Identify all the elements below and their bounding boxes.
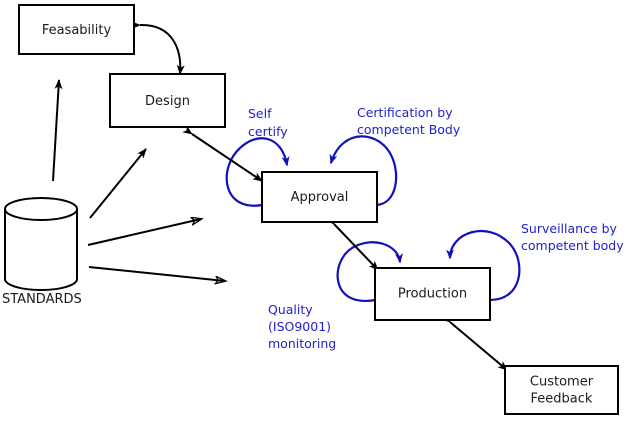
node-label-standards: STANDARDS [2, 292, 82, 307]
node-customer-feedback[interactable]: Customer Feedback [504, 365, 619, 415]
node-design[interactable]: Design [109, 73, 226, 128]
annotation-self-certify-line1: Self [248, 106, 272, 121]
edge-approval-production [324, 214, 379, 271]
edge-standards-to-design [89, 148, 147, 219]
node-approval[interactable]: Approval [261, 171, 378, 223]
node-label-customer-feedback-line2: Feedback [531, 392, 593, 407]
annotation-surveillance-line2: competent body [521, 238, 624, 253]
approval-certification-loop [329, 135, 398, 207]
edge-design-approval [182, 125, 263, 182]
node-label-design: Design [145, 94, 190, 109]
node-label-customer-feedback-line1: Customer [530, 375, 594, 390]
edge-standards-to-feasability [52, 79, 63, 182]
annotation-self-certify-line2: certify [248, 124, 288, 139]
edge-standards-to-approval [87, 219, 201, 246]
node-production[interactable]: Production [374, 267, 491, 321]
node-standards-cylinder[interactable]: STANDARDS [2, 197, 82, 307]
edge-production-customer-feedback [440, 313, 508, 371]
production-surveillance-loop [446, 229, 521, 302]
node-label-feasability: Feasability [42, 23, 112, 38]
edge-standards-to-production [88, 266, 225, 281]
annotation-self-certify: Self certify [248, 106, 288, 139]
edge-design-to-feasability [130, 21, 185, 75]
annotation-quality-line3: monitoring [268, 336, 336, 351]
annotation-certification-line2: competent Body [357, 122, 461, 137]
annotation-certification-line1: Certification by [357, 105, 453, 120]
annotation-certification-by-competent-body: Certification by competent Body [357, 105, 461, 137]
annotation-quality-line1: Quality [268, 302, 313, 317]
annotation-surveillance-by-competent-body: Surveillance by competent body [521, 221, 624, 253]
annotation-quality-line2: (ISO9001) [268, 319, 331, 334]
annotation-surveillance-line1: Surveillance by [521, 221, 618, 236]
node-label-production: Production [398, 287, 467, 302]
node-label-approval: Approval [291, 190, 349, 205]
annotation-quality-iso9001-monitoring: Quality (ISO9001) monitoring [268, 302, 336, 351]
node-feasability[interactable]: Feasability [18, 4, 135, 55]
